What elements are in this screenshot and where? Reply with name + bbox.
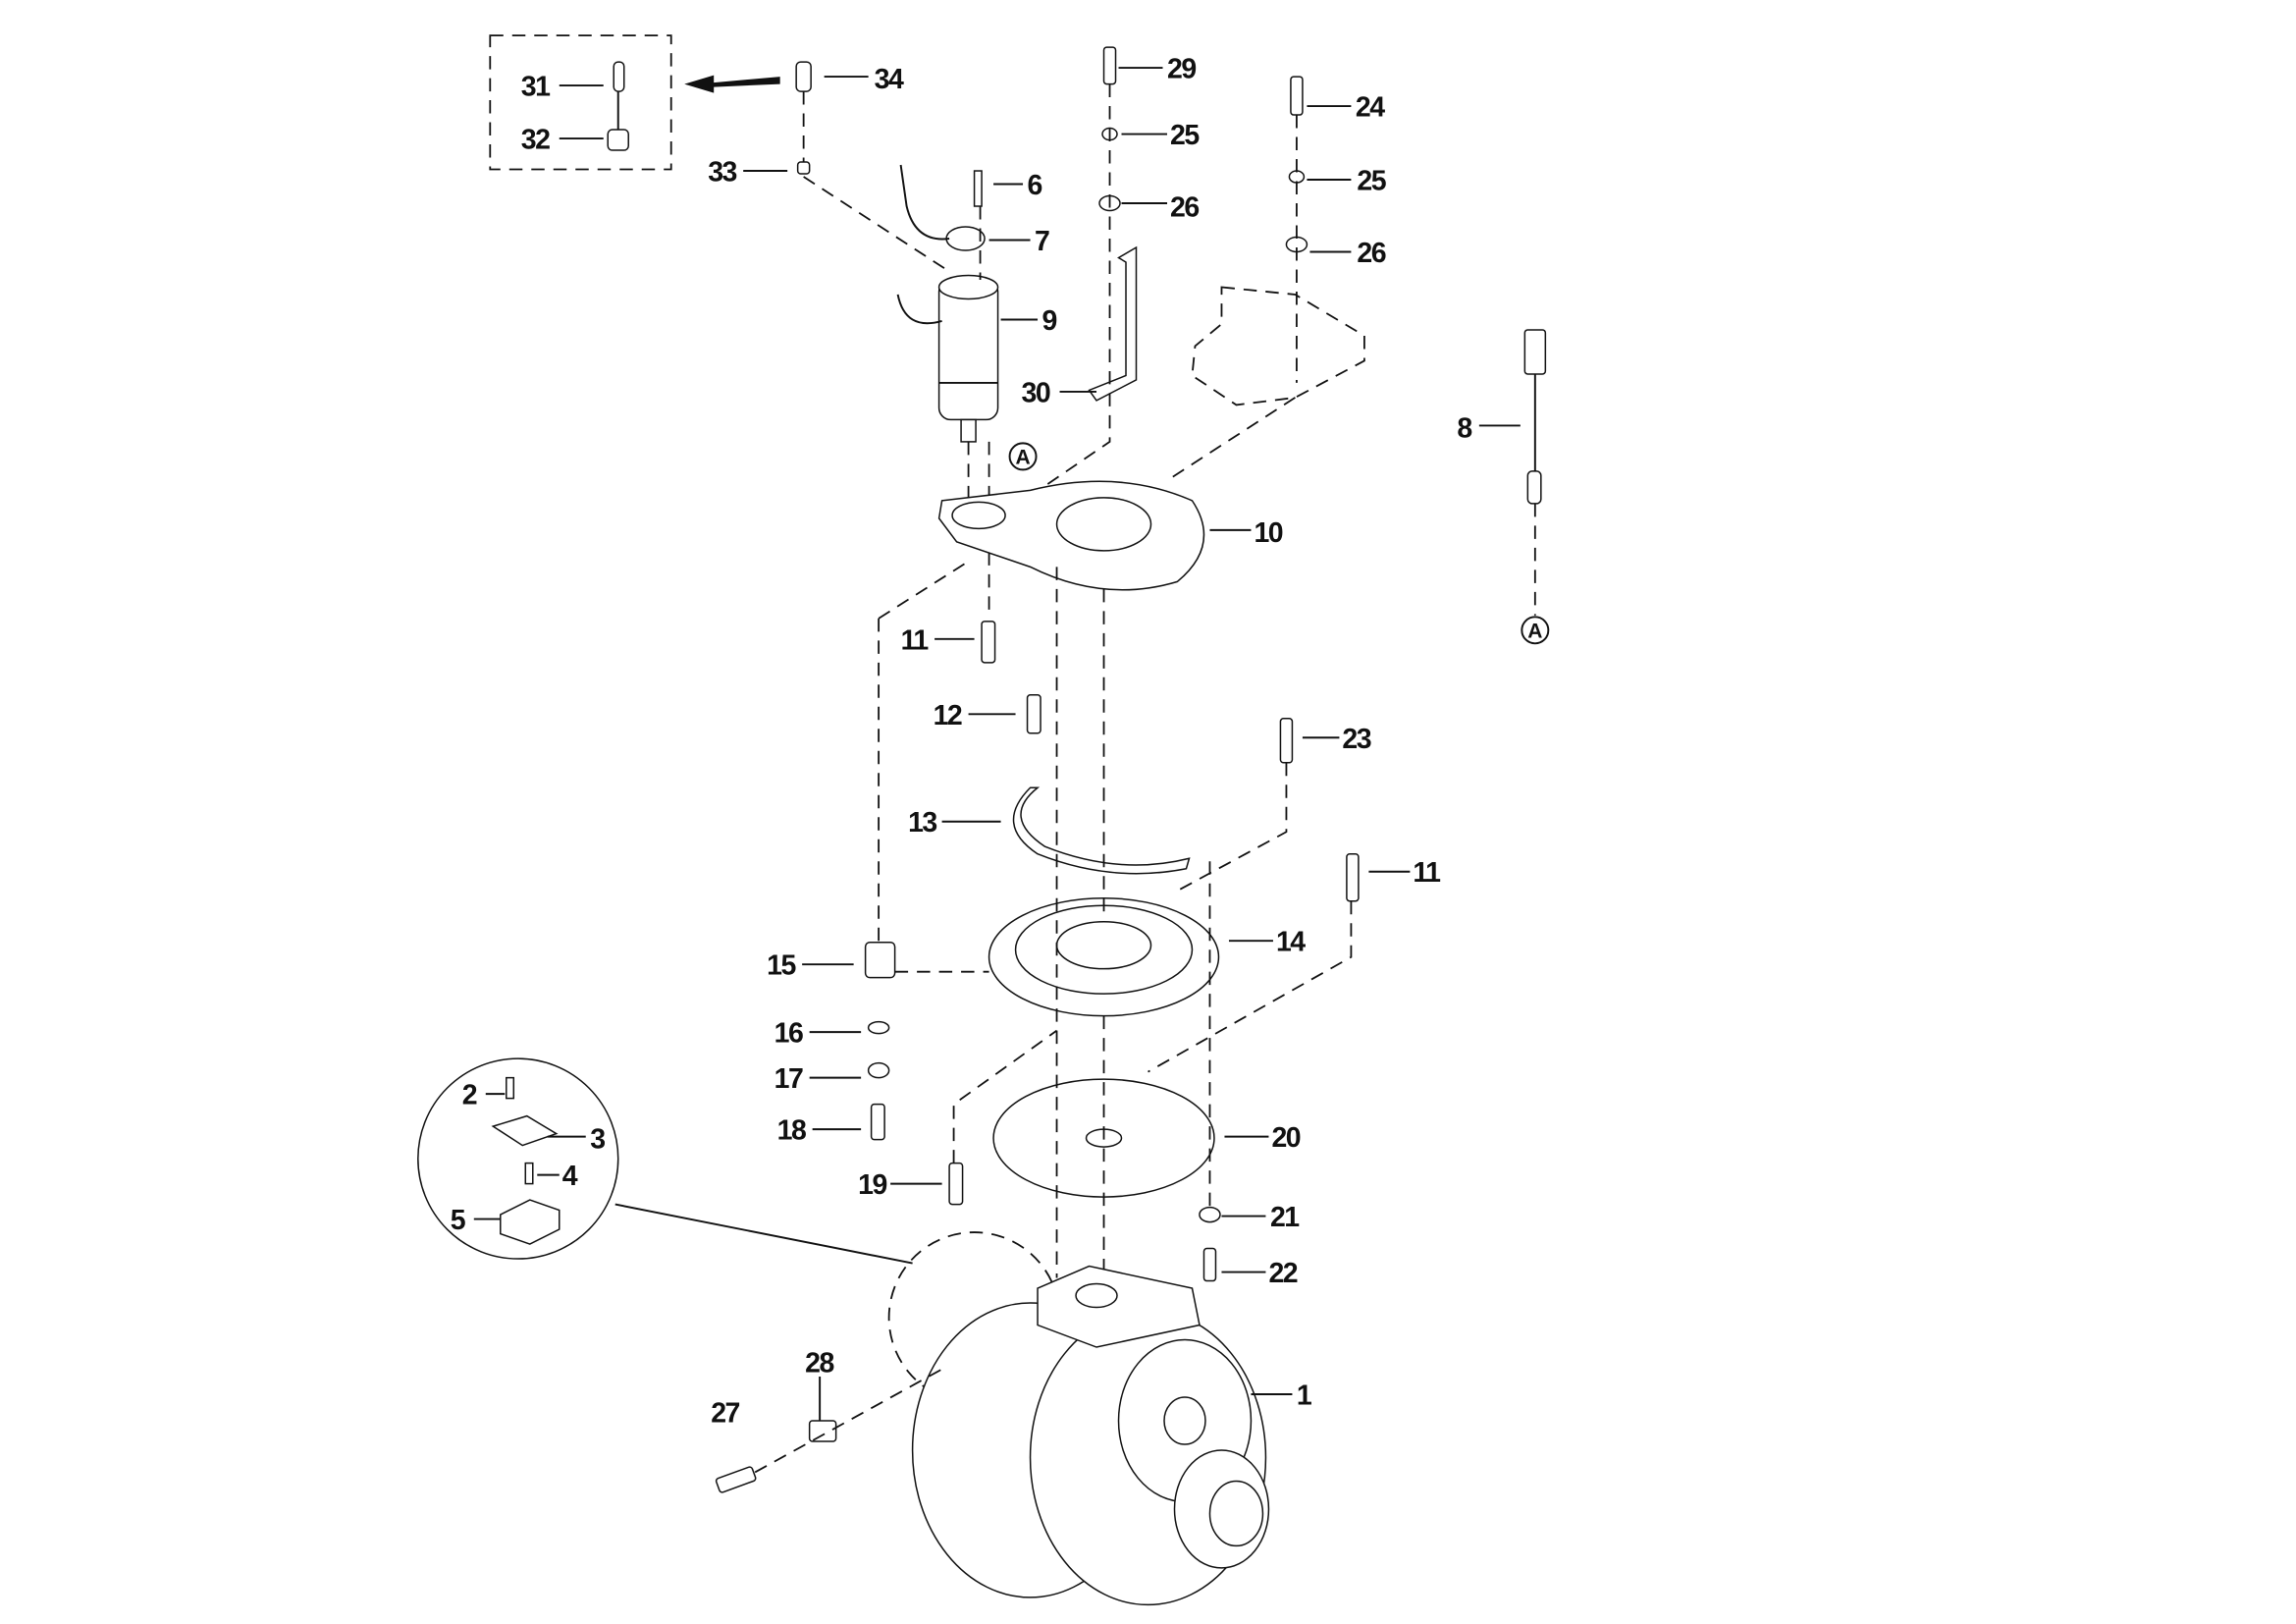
callout-33: 33 — [708, 157, 736, 189]
callout-19: 19 — [858, 1169, 886, 1201]
callout-14: 14 — [1276, 927, 1306, 958]
part-33-nut — [796, 161, 811, 175]
callout-15: 15 — [767, 950, 796, 982]
part-22-bolt — [1202, 1247, 1217, 1282]
part-17-bearing — [867, 1061, 890, 1079]
part-27-bolt — [715, 1466, 757, 1493]
callout-31: 31 — [521, 72, 551, 103]
part-21-washer — [1199, 1206, 1221, 1223]
callout-7: 7 — [1035, 226, 1049, 257]
part-25-washer-b — [1288, 170, 1306, 184]
part-31-pin — [613, 61, 625, 92]
callout-25: 25 — [1170, 120, 1200, 151]
callout-13: 13 — [908, 807, 936, 839]
cover-plate-outline — [1191, 286, 1365, 406]
part-28-clamp — [808, 1420, 837, 1442]
callout-17: 17 — [774, 1063, 803, 1095]
part-32-bushing — [607, 129, 629, 151]
callout-9: 9 — [1042, 305, 1057, 337]
part-11-bolt — [981, 621, 996, 664]
callout-4: 4 — [562, 1161, 578, 1192]
arrow-icon — [684, 75, 780, 93]
callout-5: 5 — [451, 1205, 466, 1236]
part-7-sensor — [945, 226, 986, 251]
callout-34: 34 — [875, 64, 904, 95]
callout-29: 29 — [1167, 54, 1196, 85]
part-2-screw — [506, 1076, 515, 1100]
part-16-washer — [867, 1020, 890, 1035]
reference-mark-label: A — [1015, 446, 1030, 468]
part-23-bolt — [1279, 718, 1294, 764]
reference-mark-a-left — [1008, 442, 1038, 471]
callout-24: 24 — [1356, 92, 1385, 124]
reference-mark-a-right — [1521, 616, 1550, 645]
part-29-bolt — [1102, 46, 1117, 85]
part-8-connector — [1523, 329, 1547, 375]
part-11-bolt-b — [1346, 852, 1360, 902]
callout-11-b: 11 — [1413, 857, 1441, 889]
callout-26: 26 — [1170, 192, 1199, 224]
callout-18: 18 — [777, 1115, 806, 1147]
part-12-screw — [1026, 694, 1041, 734]
callout-23: 23 — [1342, 724, 1370, 755]
callout-3: 3 — [590, 1124, 605, 1156]
part-5-rectifier — [500, 1199, 561, 1245]
part-13-segment — [1012, 786, 1191, 875]
part-3-cover — [491, 1114, 559, 1147]
callout-28: 28 — [805, 1348, 833, 1380]
part-15-pinion — [864, 941, 896, 979]
callout-8: 8 — [1457, 412, 1471, 444]
callout-30: 30 — [1022, 377, 1050, 408]
callout-12: 12 — [934, 700, 962, 731]
callout-10: 10 — [1254, 517, 1282, 549]
part-4-screw — [524, 1162, 534, 1185]
callout-1: 1 — [1297, 1380, 1312, 1411]
callout-22: 22 — [1268, 1258, 1297, 1289]
callout-26-b: 26 — [1357, 238, 1385, 269]
part-18-bolt — [870, 1103, 885, 1141]
callout-11: 11 — [901, 624, 930, 656]
part-9-motor — [937, 279, 999, 421]
callout-16: 16 — [774, 1018, 803, 1050]
part-6-screw — [973, 170, 983, 207]
reference-mark-label: A — [1527, 620, 1542, 642]
detail-box — [489, 34, 672, 171]
callout-32: 32 — [521, 125, 550, 156]
part-19-bolt — [948, 1162, 964, 1206]
part-34-bolt — [795, 61, 812, 92]
part-24-bolt — [1290, 76, 1304, 116]
callout-2: 2 — [462, 1080, 477, 1111]
part-1-drive-unit — [911, 1265, 1270, 1606]
detail-circle — [417, 1057, 619, 1260]
callout-20: 20 — [1271, 1122, 1300, 1154]
callout-6: 6 — [1028, 170, 1042, 201]
callout-21: 21 — [1270, 1202, 1300, 1233]
callout-25-b: 25 — [1357, 166, 1386, 197]
callout-27: 27 — [711, 1397, 739, 1429]
part-30-bracket — [1088, 245, 1138, 402]
